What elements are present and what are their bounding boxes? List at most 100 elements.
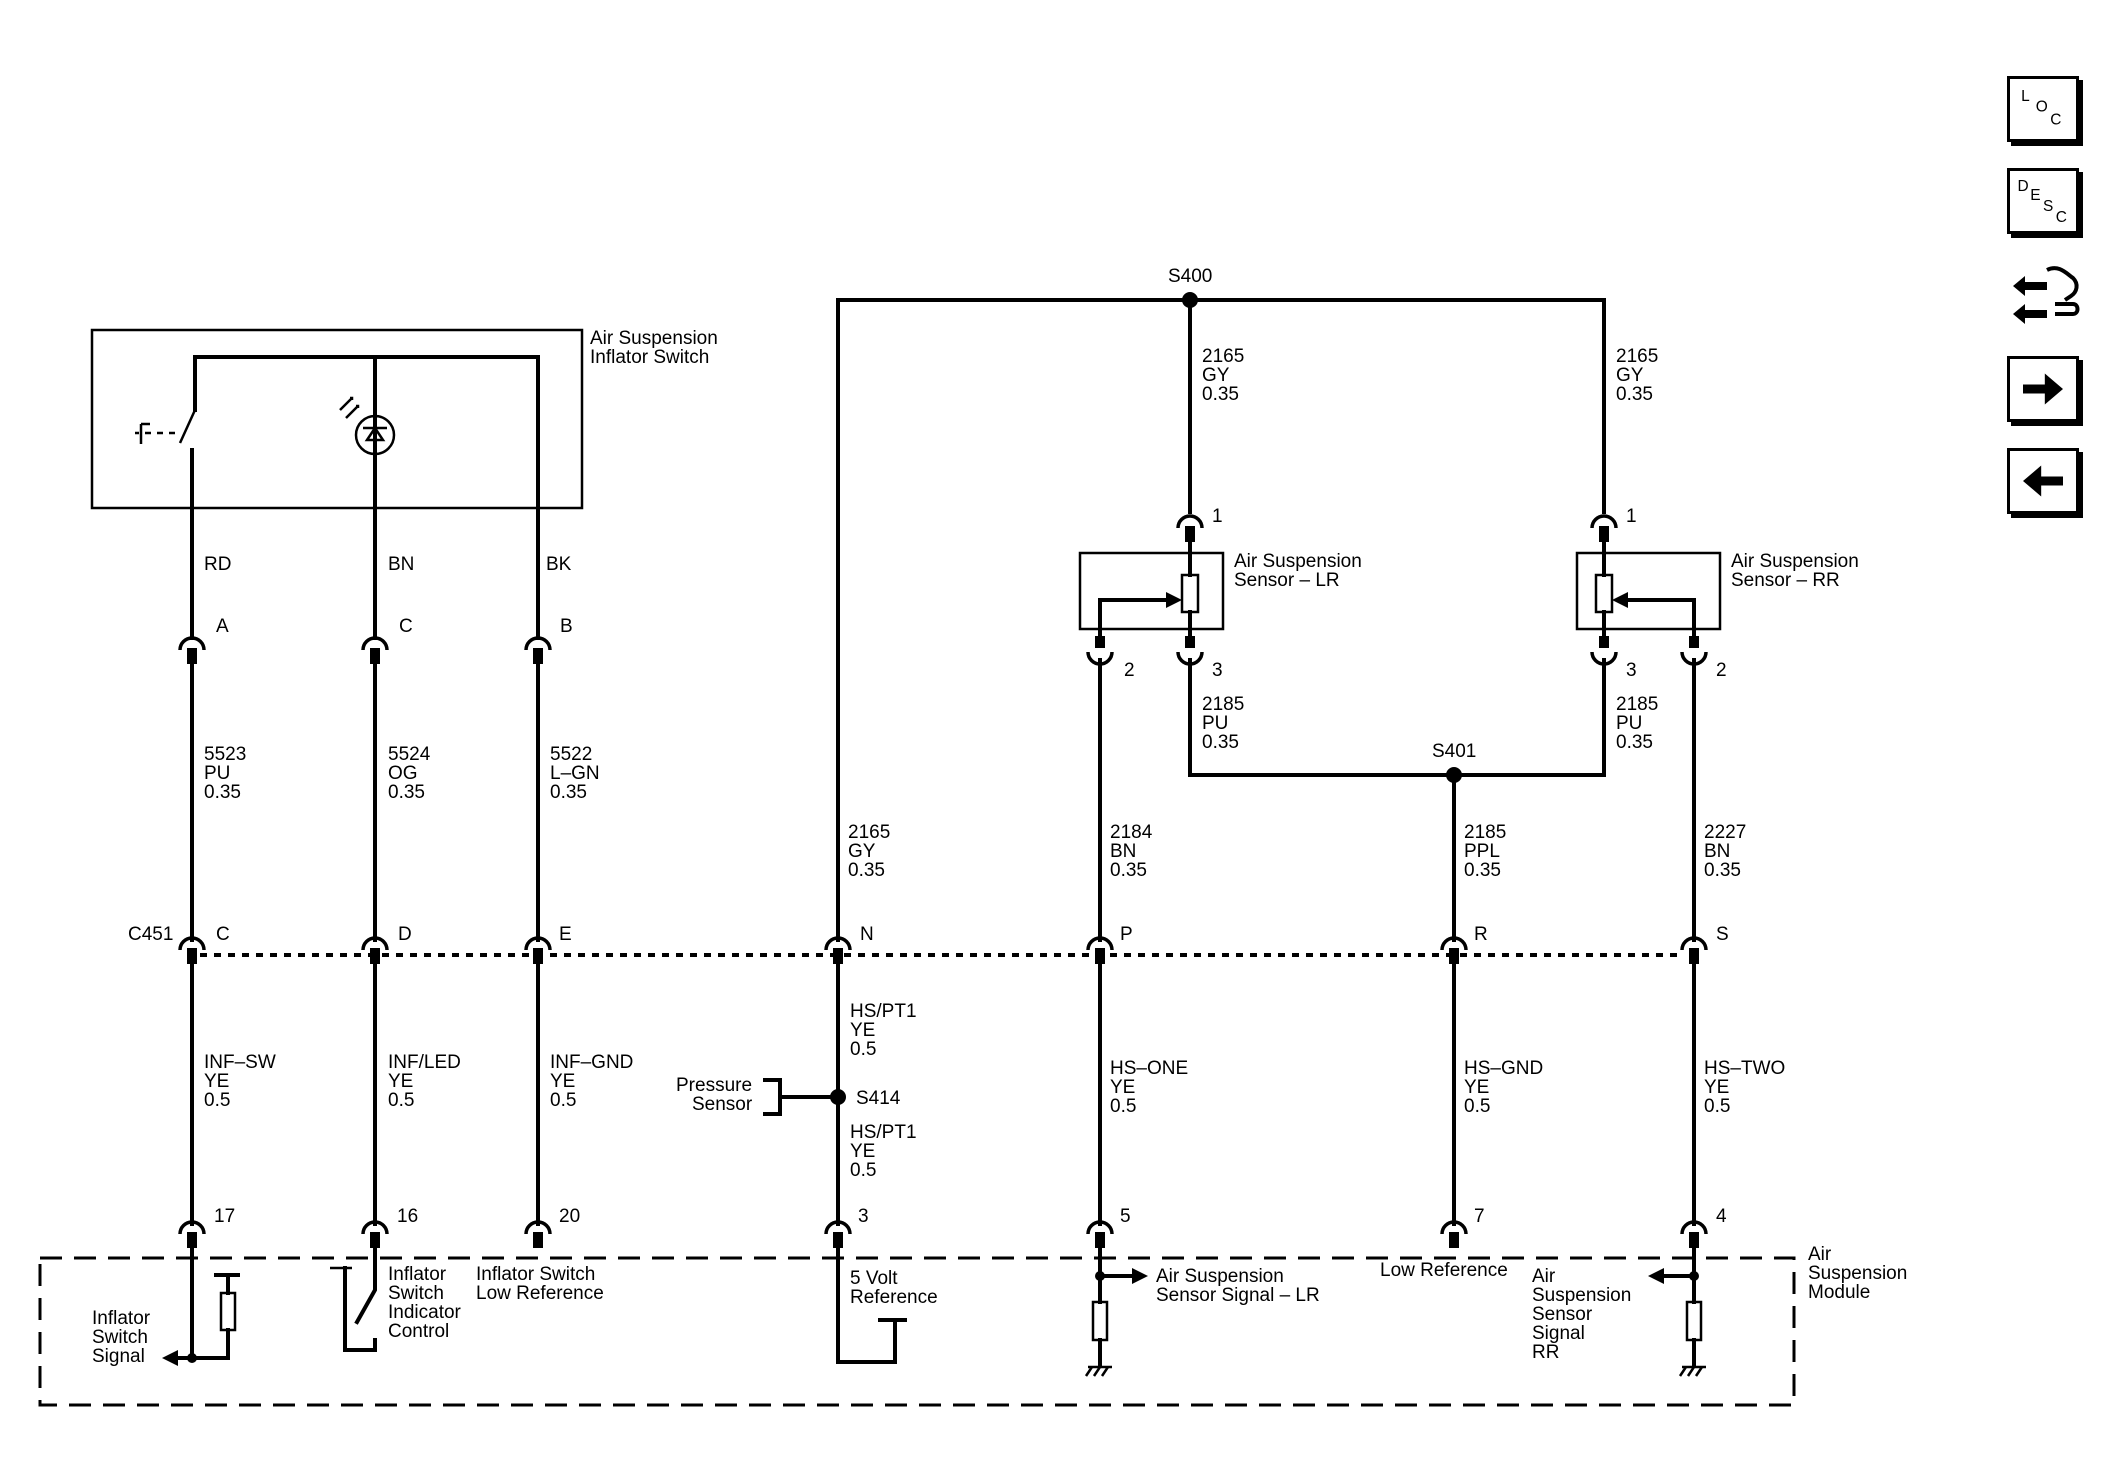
sensor-lr-pin-2: 2 xyxy=(1124,660,1135,681)
switch-pin-b: B xyxy=(560,616,573,637)
svg-text:Suspension: Suspension xyxy=(1532,1285,1631,1306)
svg-text:5524: 5524 xyxy=(388,744,431,765)
svg-text:E: E xyxy=(2030,187,2040,204)
svg-text:5522: 5522 xyxy=(550,744,592,765)
svg-text:GY: GY xyxy=(1616,365,1644,386)
svg-text:S: S xyxy=(1716,924,1729,945)
svg-text:0.5: 0.5 xyxy=(204,1090,230,1111)
repair-info-button[interactable] xyxy=(2007,256,2083,336)
svg-text:2185: 2185 xyxy=(1616,694,1658,715)
svg-text:Inflator Switch: Inflator Switch xyxy=(476,1264,595,1285)
switch-lead-color-b: BK xyxy=(546,554,572,575)
svg-text:HS/PT1: HS/PT1 xyxy=(850,1122,917,1143)
svg-text:2184: 2184 xyxy=(1110,822,1153,843)
svg-text:Switch: Switch xyxy=(388,1283,444,1304)
svg-text:Switch: Switch xyxy=(92,1327,148,1348)
svg-text:20: 20 xyxy=(559,1206,580,1227)
air-suspension-module: Air Suspension Module xyxy=(38,1244,1907,1407)
location-button[interactable]: L O C xyxy=(2007,76,2079,142)
svg-text:N: N xyxy=(860,924,874,945)
svg-text:2185: 2185 xyxy=(1464,822,1506,843)
inflator-switch-label-2: Inflator Switch xyxy=(590,347,709,368)
svg-text:0.35: 0.35 xyxy=(388,782,425,803)
switch-lead-color-a: RD xyxy=(204,554,231,575)
previous-page-button[interactable] xyxy=(2007,448,2079,514)
svg-text:Inflator: Inflator xyxy=(92,1308,151,1329)
svg-text:5 Volt: 5 Volt xyxy=(850,1268,898,1289)
svg-text:0.5: 0.5 xyxy=(1110,1096,1136,1117)
svg-text:0.35: 0.35 xyxy=(1202,384,1239,405)
splice-s414-label: S414 xyxy=(856,1088,901,1109)
svg-text:0.35: 0.35 xyxy=(550,782,587,803)
description-button[interactable]: D E S C xyxy=(2007,168,2079,234)
inflator-switch-component: Air Suspension Inflator Switch xyxy=(90,328,718,640)
svg-text:0.35: 0.35 xyxy=(1704,860,1741,881)
svg-text:YE: YE xyxy=(204,1071,229,1092)
svg-text:BN: BN xyxy=(1110,841,1136,862)
svg-text:HS–ONE: HS–ONE xyxy=(1110,1058,1188,1079)
svg-text:0.35: 0.35 xyxy=(1202,732,1239,753)
svg-text:2227: 2227 xyxy=(1704,822,1746,843)
svg-text:16: 16 xyxy=(397,1206,418,1227)
sensor-rr-pin-2: 2 xyxy=(1716,660,1727,681)
svg-text:INF–SW: INF–SW xyxy=(204,1052,276,1073)
svg-text:7: 7 xyxy=(1474,1206,1485,1227)
svg-text:2165: 2165 xyxy=(1616,346,1658,367)
wrench-arrows-icon xyxy=(2013,266,2080,324)
svg-text:0.5: 0.5 xyxy=(388,1090,414,1111)
connector-c451: C451 C D E N P R S xyxy=(128,924,1729,964)
sensor-lr-pin-3: 3 xyxy=(1212,660,1223,681)
svg-text:L: L xyxy=(2021,88,2030,105)
circuit-five-volt-reference: 5 Volt Reference xyxy=(836,1246,938,1364)
switch-pin-a: A xyxy=(216,616,229,637)
svg-text:RR: RR xyxy=(1532,1342,1559,1363)
svg-text:PU: PU xyxy=(204,763,230,784)
svg-text:PU: PU xyxy=(1616,713,1642,734)
svg-text:D: D xyxy=(398,924,412,945)
arrow-right-icon xyxy=(2023,373,2063,405)
svg-text:YE: YE xyxy=(850,1020,875,1041)
svg-text:GY: GY xyxy=(848,841,876,862)
svg-text:Air: Air xyxy=(1532,1266,1556,1287)
inflator-switch-label-1: Air Suspension xyxy=(590,328,718,349)
svg-text:0.35: 0.35 xyxy=(1110,860,1147,881)
svg-text:C: C xyxy=(2056,209,2067,226)
svg-text:R: R xyxy=(1474,924,1488,945)
pressure-sensor-splice: S414 Pressure Sensor xyxy=(676,1075,901,1116)
svg-text:0.35: 0.35 xyxy=(1464,860,1501,881)
svg-text:P: P xyxy=(1120,924,1133,945)
svg-text:YE: YE xyxy=(1464,1077,1489,1098)
module-label-2: Suspension xyxy=(1808,1263,1907,1284)
svg-text:0.5: 0.5 xyxy=(1704,1096,1730,1117)
svg-text:Indicator: Indicator xyxy=(388,1302,462,1323)
splice-s401-label: S401 xyxy=(1432,741,1476,762)
svg-text:YE: YE xyxy=(1110,1077,1135,1098)
svg-text:0.5: 0.5 xyxy=(850,1039,876,1060)
arrow-left-icon xyxy=(2023,465,2063,497)
svg-text:5: 5 xyxy=(1120,1206,1131,1227)
svg-text:Control: Control xyxy=(388,1321,449,1342)
svg-text:Reference: Reference xyxy=(850,1287,938,1308)
ground-icon xyxy=(1084,1365,1112,1377)
svg-text:YE: YE xyxy=(850,1141,875,1162)
svg-text:0.5: 0.5 xyxy=(550,1090,576,1111)
sensor-rr-label-2: Sensor – RR xyxy=(1731,570,1840,591)
svg-text:Signal: Signal xyxy=(1532,1323,1585,1344)
next-page-button[interactable] xyxy=(2007,356,2079,422)
svg-text:0.35: 0.35 xyxy=(204,782,241,803)
